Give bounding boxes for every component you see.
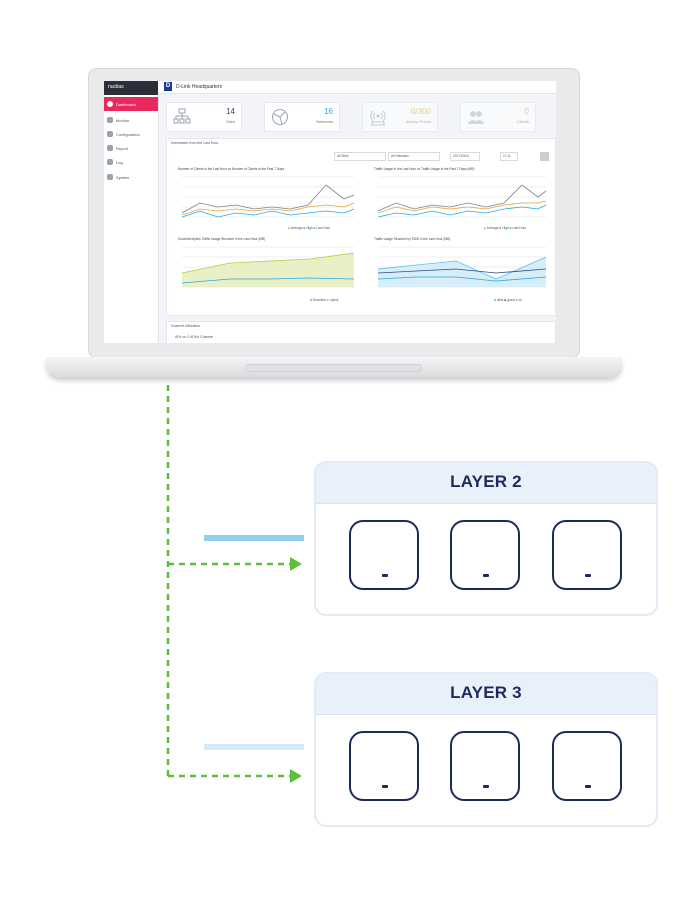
- layer-title: LAYER 2: [450, 472, 522, 491]
- access-point-icon: [450, 731, 520, 801]
- chart-title: Traffic Usage in the Last Hour vs Traffi…: [374, 167, 475, 171]
- access-point-icon: [552, 520, 622, 590]
- site-filter-select[interactable]: All Sites: [334, 152, 386, 161]
- stat-label: Access Points: [405, 119, 431, 124]
- status-led: [382, 574, 388, 577]
- series-downlink: [181, 277, 355, 284]
- select-value: All Sites: [337, 154, 349, 158]
- arrow-right-icon: [290, 769, 302, 783]
- site-title: D-Link Headquarters: [176, 84, 223, 90]
- report-icon: [107, 145, 113, 151]
- traffic-chart: Traffic Usage in the Last Hour vs Traffi…: [366, 165, 550, 233]
- stat-card-networks[interactable]: 16 Networks: [264, 102, 340, 132]
- wrench-icon: [107, 131, 113, 137]
- downlink-uplink-chart: Downlink/Uplink Traffic Usage Structure …: [170, 235, 358, 305]
- layer-3-group: LAYER 3: [314, 672, 658, 827]
- refresh-button[interactable]: [540, 152, 549, 161]
- stat-value: 0: [524, 107, 529, 116]
- panel-title: Information from the Last Hour: [171, 141, 219, 145]
- series-vk-area: [378, 257, 546, 287]
- ssid-traffic-plot: [377, 246, 547, 288]
- date-picker[interactable]: 2017/03/10: [450, 152, 480, 161]
- stat-value: 0/300: [410, 107, 431, 116]
- stat-card-clients[interactable]: 0 Clients: [460, 102, 536, 132]
- sidebar: nuclias Dashboard Monitor Configuration …: [104, 81, 159, 343]
- clients-chart-plot: [181, 176, 355, 218]
- series-high: [377, 184, 547, 212]
- sidebar-item-dashboard[interactable]: Dashboard: [104, 97, 158, 111]
- chart-title: Downlink/Uplink Traffic Usage Structure …: [178, 237, 266, 241]
- chart-legend: ■ Average ■ High ■ Last Hour: [288, 226, 331, 230]
- time-picker[interactable]: 17:11: [500, 152, 518, 161]
- stat-label: Sites: [226, 119, 235, 124]
- status-led: [483, 574, 489, 577]
- access-point-icon: [450, 520, 520, 590]
- sidebar-item-monitor[interactable]: Monitor: [104, 113, 158, 127]
- log-icon: [107, 159, 113, 165]
- status-led: [382, 785, 388, 788]
- time-value: 17:11: [503, 154, 511, 158]
- series-last-hour: [377, 204, 547, 218]
- access-point-icon: [552, 731, 622, 801]
- clients-chart: Number of Clients in the Last Hour vs Nu…: [170, 165, 358, 233]
- series-guest: [377, 268, 547, 274]
- series-uplink-area: [182, 253, 354, 287]
- sidebar-item-report[interactable]: Report: [104, 141, 158, 155]
- top-bar: D D-Link Headquarters: [158, 81, 556, 94]
- monitor-icon: [107, 117, 113, 123]
- panel-subtitle: APs on 2.4GHz Channel: [175, 335, 214, 339]
- layer-title: LAYER 3: [450, 683, 522, 702]
- sidebar-item-system[interactable]: System: [104, 170, 158, 184]
- dashboard-screen: nuclias Dashboard Monitor Configuration …: [104, 81, 556, 343]
- chart-legend: ■ Average ■ High ■ Last Hour: [484, 226, 527, 230]
- stat-card-access-points[interactable]: 0/300 Access Points: [362, 102, 438, 132]
- stat-value: 14: [226, 107, 235, 116]
- system-icon: [107, 174, 113, 180]
- layer-header: [316, 674, 656, 715]
- arrow-right-icon: [290, 557, 302, 571]
- panel-title: Channel Utilization: [171, 324, 201, 328]
- sitemap-icon: [173, 108, 191, 124]
- status-led: [585, 574, 591, 577]
- brand-name: nuclias: [108, 84, 124, 90]
- chart-legend: ■ Downlink ■ Uplink: [310, 298, 339, 302]
- sidebar-item-configuration[interactable]: Configuration: [104, 127, 158, 141]
- layer-2-group: LAYER 2: [314, 461, 658, 616]
- channel-utilization-panel: Channel Utilization APs on 2.4GHz Channe…: [166, 321, 556, 343]
- stat-label: Clients: [516, 119, 529, 124]
- series-average: [377, 200, 547, 214]
- series-dlink: [377, 276, 547, 282]
- status-led: [585, 785, 591, 788]
- sidebar-item-log[interactable]: Log: [104, 155, 158, 169]
- stat-label: Networks: [316, 119, 333, 124]
- series-uplink: [181, 252, 355, 274]
- stat-card-sites[interactable]: 14 Sites: [166, 102, 242, 132]
- network-filter-select[interactable]: All Networks: [388, 152, 440, 161]
- access-point-icon: [349, 731, 419, 801]
- access-point-icon: [349, 520, 419, 590]
- dlink-logo: D: [164, 82, 172, 91]
- stat-value: 16: [324, 107, 333, 116]
- series-last-hour: [181, 208, 355, 218]
- brand-logo[interactable]: nuclias: [104, 81, 158, 95]
- series-high: [181, 184, 355, 214]
- chart-title: Traffic Usage Structure by SSID in the L…: [374, 237, 451, 241]
- chart-legend: ■ dlink ■ guest ■ vk: [494, 298, 522, 302]
- series-average: [181, 202, 355, 216]
- users-icon: [468, 111, 484, 124]
- globe-icon: [272, 109, 288, 125]
- laptop-notch: [245, 364, 422, 372]
- status-led: [483, 785, 489, 788]
- downlink-uplink-plot: [181, 246, 355, 288]
- chart-title: Number of Clients in the Last Hour vs Nu…: [178, 167, 285, 171]
- select-value: All Networks: [391, 154, 409, 158]
- dashboard-icon: [107, 101, 113, 107]
- traffic-chart-plot: [377, 176, 547, 218]
- wifi-tower-icon: [370, 110, 386, 126]
- ssid-traffic-chart: Traffic Usage Structure by SSID in the L…: [366, 235, 550, 305]
- layer-header: [316, 463, 656, 504]
- date-value: 2017/03/10: [453, 154, 469, 158]
